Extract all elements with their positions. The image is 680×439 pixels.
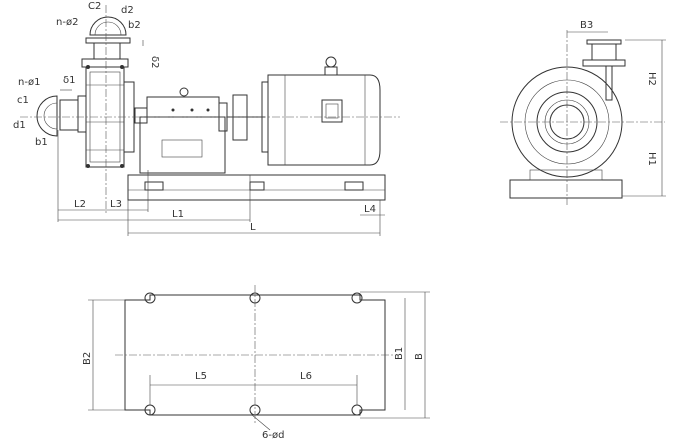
label-l5: L5	[195, 371, 207, 382]
label-b1-width: B1	[394, 347, 405, 360]
label-b1: b1	[35, 137, 48, 148]
label-delta2: δ2	[149, 56, 160, 68]
base-frame	[127, 174, 386, 201]
side-view: C2 d2 n-ø2 b2 δ2 n-ø1 δ1 c1 d1 b1 L2 L3 …	[13, 1, 400, 236]
label-d2: d2	[121, 5, 134, 16]
end-view: B3 H2 H1	[500, 20, 666, 205]
label-delta1: δ1	[63, 75, 75, 86]
outlet-flange	[85, 16, 131, 60]
motor	[261, 56, 381, 166]
label-h2: H2	[646, 72, 657, 86]
label-c1: c1	[17, 95, 29, 106]
label-d1: d1	[13, 120, 26, 131]
label-holes: 6-ød	[262, 430, 284, 439]
label-l1: L1	[172, 209, 184, 220]
label-b-width: B	[414, 353, 425, 360]
label-b2-width: B2	[82, 352, 93, 365]
label-c2: C2	[88, 1, 101, 12]
label-l6: L6	[300, 371, 312, 382]
inlet-flange	[36, 95, 79, 137]
label-b2: b2	[128, 20, 141, 31]
label-b3: B3	[580, 20, 593, 31]
label-l2: L2	[74, 199, 86, 210]
label-h1: H1	[646, 152, 657, 166]
bearing-assembly	[134, 87, 228, 174]
plan-view: B2 B1 B L5 L6 6-ød	[82, 285, 430, 439]
side-dimensions	[57, 40, 385, 236]
label-l: L	[250, 222, 256, 233]
label-l3: L3	[110, 199, 122, 210]
label-n-phi1: n-ø1	[18, 77, 40, 88]
label-l4: L4	[364, 204, 376, 215]
label-n-phi2: n-ø2	[56, 17, 78, 28]
